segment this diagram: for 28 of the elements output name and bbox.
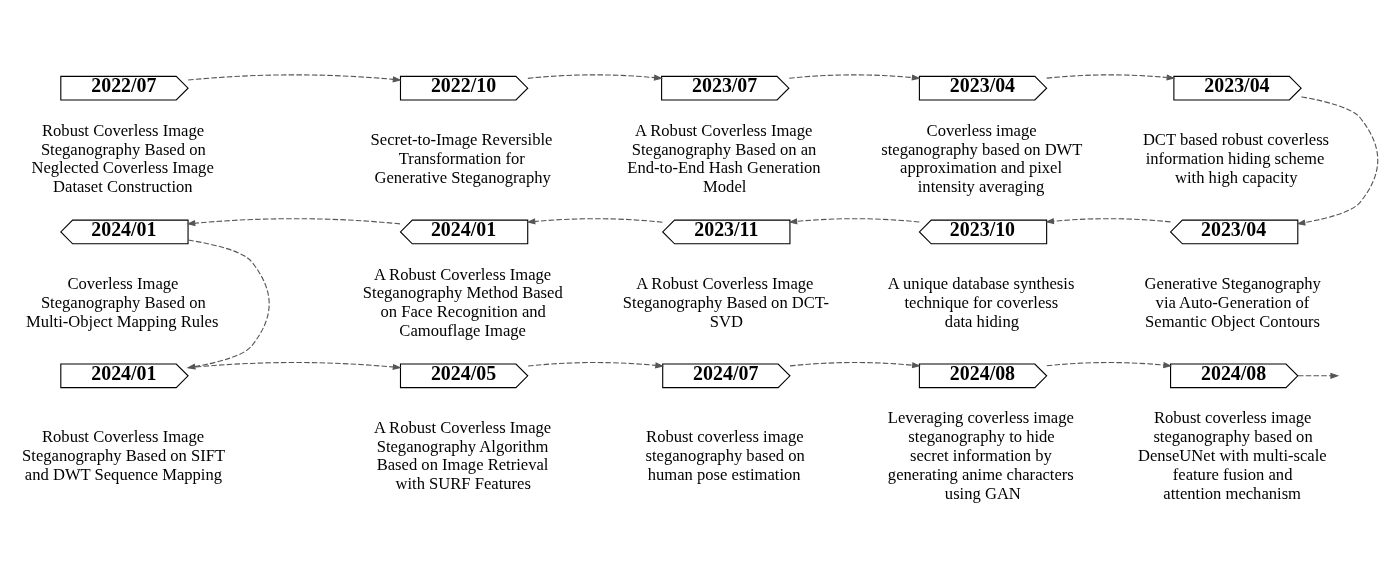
- arrow: [1296, 95, 1379, 226]
- node-label: Generative Steganography via Auto-Generation of Semantic Object Contours: [1144, 273, 1321, 331]
- arrow: [1046, 73, 1176, 81]
- node-label: A unique database synthesis technique for coverless data hiding: [887, 273, 1075, 331]
- arrow: [1045, 217, 1172, 224]
- node-label: DCT based robust coverless information hiding scheme with high capacity: [1142, 129, 1330, 187]
- arrow: [526, 217, 663, 225]
- node-label: Robust Coverless Image Steganography Based on Neglected Coverless Image Dataset Construction: [31, 120, 214, 196]
- arrow: [1297, 372, 1340, 379]
- node-label: Secret-to-Image Reversible Transformation for Generative Steganography: [370, 129, 553, 187]
- node-label: A Robust Coverless Image Steganography Algorithm Based on Image Retrieval with SURF Features: [373, 417, 552, 493]
- arrow: [788, 73, 921, 81]
- node-label: Coverless image steganography based on DWT approximation and pixel intensity averaging: [881, 120, 1083, 196]
- arrow: [187, 73, 402, 82]
- node-label: Leveraging coverless image steganography to hide secret information by generating anime characters using GAN: [887, 407, 1074, 503]
- arrow: [789, 361, 921, 368]
- arrow: [527, 73, 663, 81]
- node-label: Coverless Image Steganography Based on Multi-Object Mapping Rules: [25, 273, 219, 331]
- arrow: [527, 361, 665, 368]
- arrow: [1046, 361, 1173, 368]
- arrow: [186, 217, 401, 226]
- node-label: A Robust Coverless Image Steganography Method Based on Face Recognition and Camouflage Image: [362, 264, 563, 340]
- node-label: Robust Coverless Image Steganography Based on SIFT and DWT Sequence Mapping: [22, 426, 226, 484]
- node-label: A Robust Coverless Image Steganography Based on DCT-SVD: [622, 273, 829, 331]
- node-label: Robust coverless image steganography based on human pose estimation: [645, 426, 805, 484]
- node-label: A Robust Coverless Image Steganography Based on an End-to-End Hash Generation Model: [627, 120, 821, 196]
- arrow: [788, 217, 920, 224]
- node-label: Robust coverless image steganography based on DenseUNet with multi-scale feature fusion and attention mechanism: [1137, 407, 1327, 503]
